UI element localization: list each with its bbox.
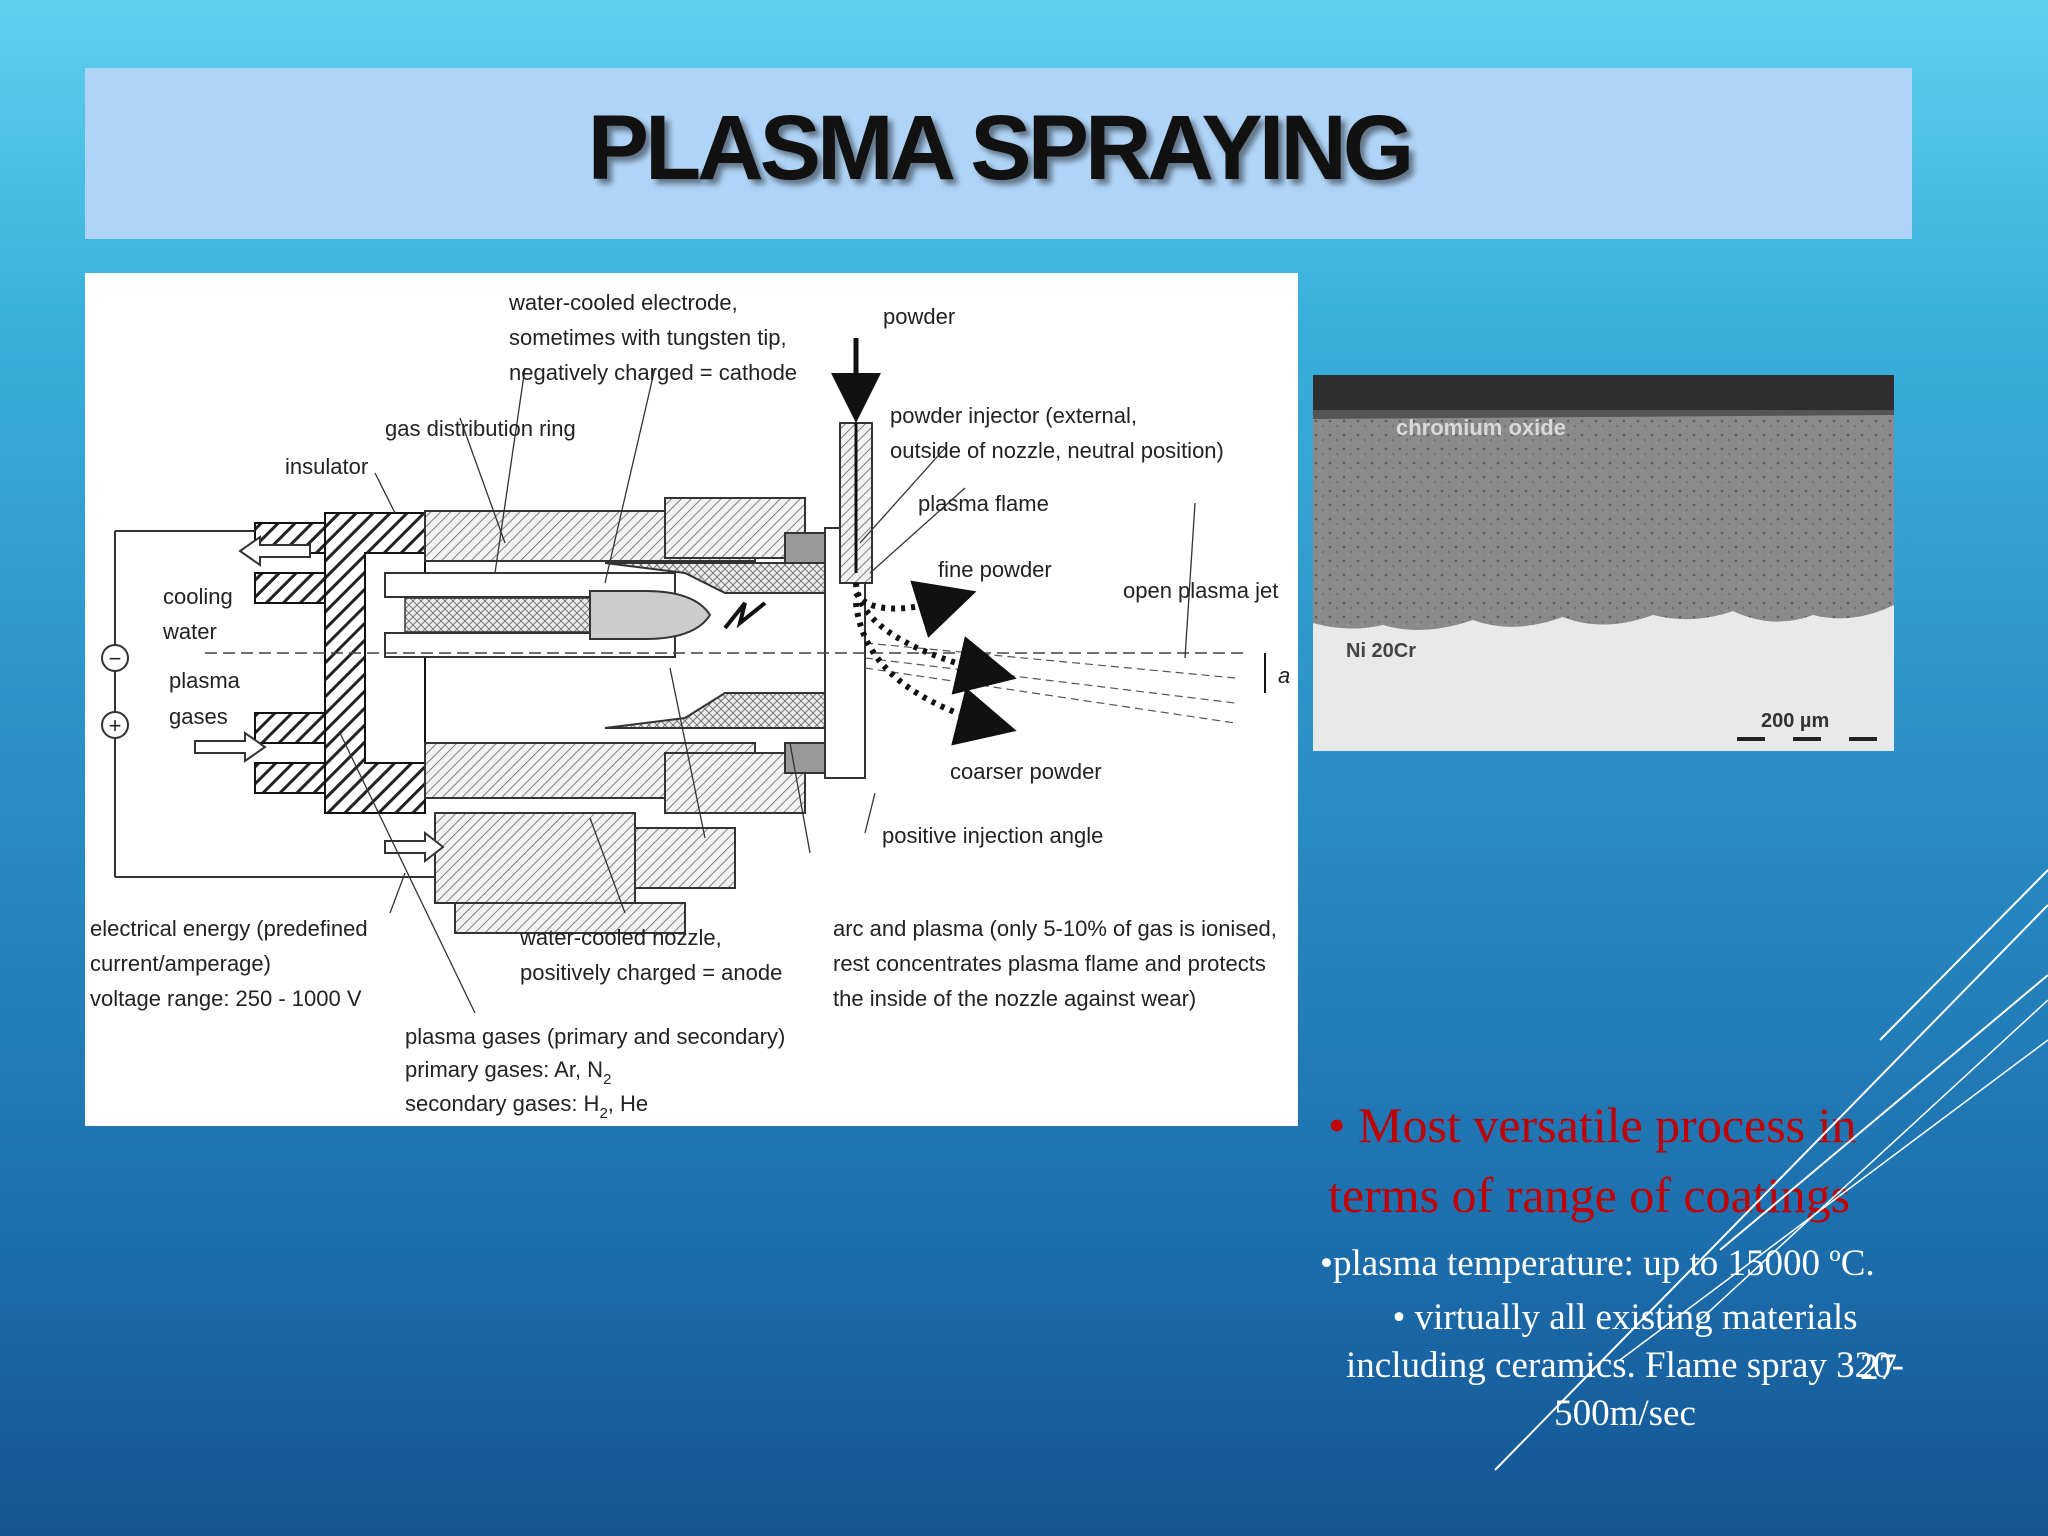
bullet-versatile: • Most versatile process in terms of ran… [1328,1097,1857,1223]
angle-alpha-label: a [1278,663,1290,688]
leader-lines [339,367,1196,1014]
label-voltage-range: voltage range: 250 - 1000 V [90,986,362,1011]
plus-sign: + [109,713,122,738]
label-ni-20cr: Ni 20Cr [1346,640,1416,662]
cathode-electrode [384,572,712,658]
label-plasma-gases-inlet: plasma [169,668,241,693]
diagram-labels: water-cooled electrode, sometimes with t… [90,290,1278,1122]
plasma-spray-diagram: − + a [85,273,1298,1126]
electrical-circuit: − + [101,530,435,878]
label-electrical-energy-line2: current/amperage) [90,951,271,976]
plus-terminal-icon [101,711,129,739]
bullet-temperature: •plasma temperature: up to 15000 ºC. [1320,1243,1875,1284]
label-plasma-gases: plasma gases (primary and secondary) [405,1024,785,1049]
label-gas-distribution-ring: gas distribution ring [385,416,576,441]
micrograph-image: chromium oxide Ni 20Cr 200 µm [1313,375,1894,751]
scale-bar [1737,737,1877,741]
gun-inner-body [424,497,846,934]
label-insulator: insulator [285,454,368,479]
label-open-plasma-jet: open plasma jet [1123,578,1278,603]
diagram-drawing: − + a [90,290,1290,1122]
slide-title: PLASMA SPRAYING [587,97,1415,199]
coating-micrograph: chromium oxide Ni 20Cr 200 µm [1313,375,1894,751]
label-arc-and-plasma: arc and plasma (only 5-10% of gas is ion… [833,916,1277,941]
label-primary-gases: primary gases: Ar, N2 [405,1057,611,1088]
label-fine-powder: fine powder [938,557,1052,582]
label-arc-and-plasma-line3: the inside of the nozzle against wear) [833,986,1196,1011]
label-water-cooled-nozzle: water-cooled nozzle, [519,925,722,950]
label-electrode: water-cooled electrode, [508,290,738,315]
label-cooling-water: cooling [163,584,233,609]
label-powder: powder [883,304,955,329]
plasma-jet: a [205,580,1290,746]
minus-sign: − [109,646,122,671]
label-plasma-gases-inlet-line2: gases [169,704,228,729]
label-arc-and-plasma-line2: rest concentrates plasma flame and prote… [833,951,1266,976]
title-band [85,68,1912,239]
flow-arrows [194,535,445,864]
bullet-materials: • virtually all existing materials inclu… [1346,1297,1904,1434]
label-electrode-line3: negatively charged = cathode [509,360,797,385]
powder-injector [831,338,881,584]
label-coarser-powder: coarser powder [950,759,1102,784]
minus-terminal-icon [101,644,129,672]
label-electrode-line2: sometimes with tungsten tip, [509,325,787,350]
bullet-list: • Most versatile process in terms of ran… [1320,1090,1930,1438]
label-powder-injector-line2: outside of nozzle, neutral position) [890,438,1224,463]
scale-bar-label: 200 µm [1761,710,1829,732]
label-plasma-flame: plasma flame [918,491,1049,516]
label-cooling-water-line2: water [162,619,217,644]
label-positive-injection-angle: positive injection angle [882,823,1103,848]
label-water-cooled-nozzle-line2: positively charged = anode [520,960,782,985]
page-number: 27 [1860,1347,1897,1388]
label-electrical-energy: electrical energy (predefined [90,916,368,941]
label-powder-injector: powder injector (external, [890,403,1137,428]
label-secondary-gases: secondary gases: H2, He [405,1091,648,1122]
label-chromium-oxide: chromium oxide [1396,415,1566,440]
